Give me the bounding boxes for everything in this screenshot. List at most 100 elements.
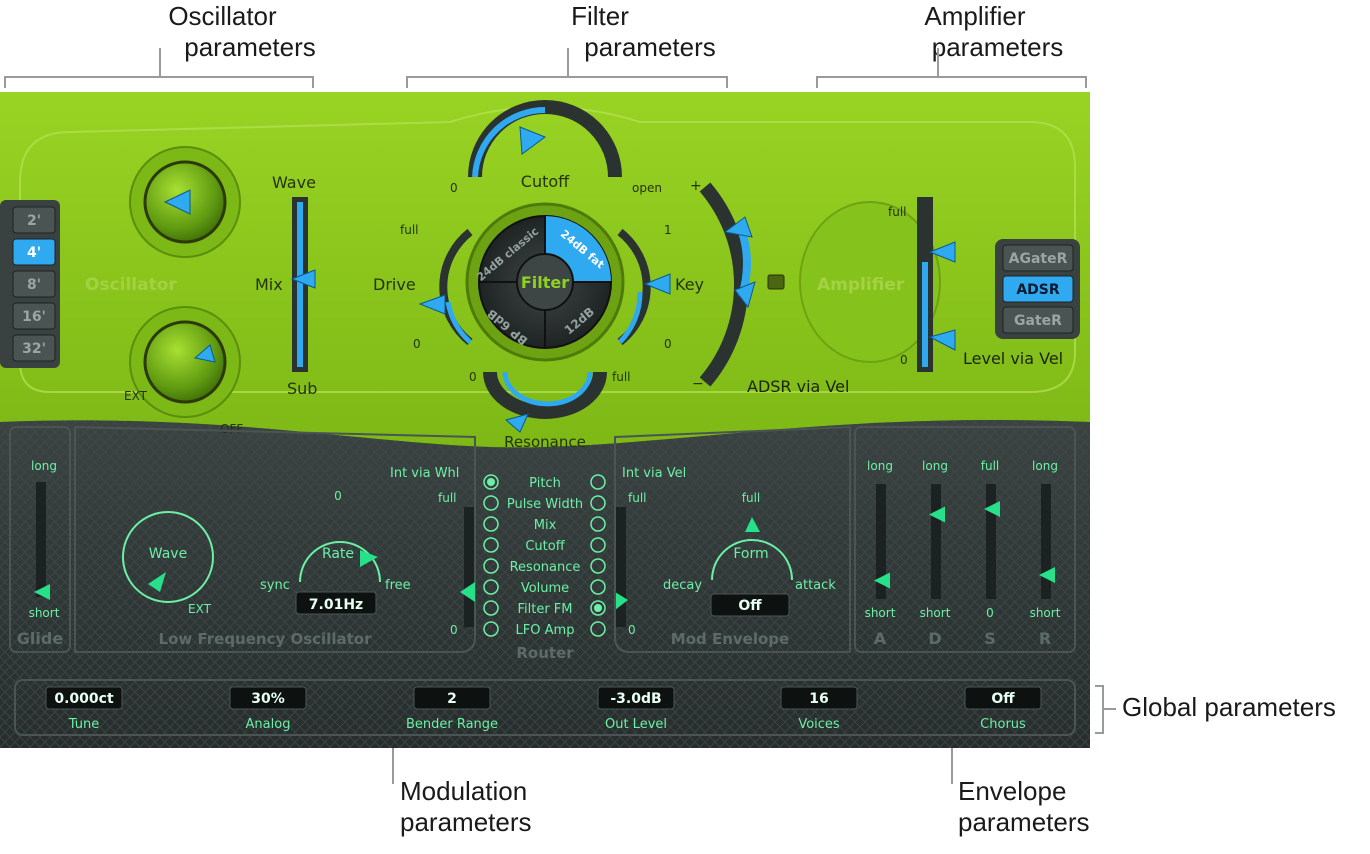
router-left-radio[interactable] <box>483 621 499 637</box>
octave-button[interactable]: 16' <box>12 302 56 330</box>
mix-label: Mix <box>255 275 283 294</box>
router-right-radio[interactable] <box>590 474 606 490</box>
router-left-radio[interactable] <box>483 537 499 553</box>
int-via-vel-slider[interactable] <box>615 507 628 627</box>
adsr-via-vel-slider[interactable] <box>699 182 785 387</box>
router-right-radio[interactable] <box>590 495 606 511</box>
router-target-label: Pulse Width <box>507 497 583 512</box>
global-field[interactable]: -3.0dB Out Level <box>597 686 675 732</box>
envelope-slider-bottom-label: short <box>920 606 951 620</box>
router-row: Pulse Width <box>483 495 606 512</box>
router-row: Mix <box>483 516 606 533</box>
octave-button[interactable]: 8' <box>12 270 56 298</box>
router-row: Resonance <box>483 558 606 575</box>
glide-slider[interactable] <box>34 482 50 600</box>
resonance-knob[interactable] <box>483 371 607 433</box>
mod-env-decay-label: decay <box>663 578 702 593</box>
router-left-radio[interactable] <box>483 495 499 511</box>
key-max: 1 <box>664 223 672 237</box>
router-row: Cutoff <box>483 537 606 554</box>
router-right-radio[interactable] <box>590 558 606 574</box>
router-left-radio[interactable] <box>483 474 499 490</box>
oscillator-sub-knob[interactable] <box>129 306 241 418</box>
router-target-label: Volume <box>521 581 569 596</box>
callout-line2: parameters <box>400 807 532 837</box>
oscillator-callout: Oscillator parameters <box>130 1 330 63</box>
octave-button[interactable]: 4' <box>12 238 56 266</box>
envelope-slider-top-label: full <box>981 459 1000 473</box>
router-left-radio[interactable] <box>483 579 499 595</box>
envelope-slider-handle[interactable] <box>874 572 890 589</box>
envelope-slider-top-label: long <box>867 459 893 473</box>
sub-label: Sub <box>287 379 317 398</box>
envelope-callout: Envelope parameters <box>958 776 1090 838</box>
mod-envelope-form-knob[interactable] <box>711 517 793 581</box>
global-field[interactable]: 30%Analog <box>229 686 307 732</box>
mix-sub-slider[interactable] <box>290 197 316 372</box>
router-target-label: Cutoff <box>525 539 565 554</box>
envelope-slider-handle[interactable] <box>1039 567 1055 583</box>
mod-env-display[interactable] <box>710 593 790 617</box>
router-right-radio[interactable] <box>590 537 606 553</box>
global-field-label: Out Level <box>605 717 667 732</box>
lfo-rate-knob[interactable] <box>299 541 381 583</box>
adsr-plus: + <box>690 178 702 194</box>
osc-ext-label: EXT <box>124 389 148 403</box>
key-knob[interactable] <box>617 228 671 346</box>
envelope-stage-letter: D <box>928 629 941 648</box>
callout-line2: parameters <box>931 32 1064 62</box>
filter-mode-selector[interactable] <box>465 202 625 362</box>
router-right-radio[interactable] <box>590 516 606 532</box>
router-right-radio[interactable] <box>590 579 606 595</box>
amp-mode-button[interactable]: GateR <box>1002 306 1074 334</box>
envelope-slider-top-label: long <box>1032 459 1058 473</box>
router-row: LFO Amp <box>483 621 606 638</box>
router-left-radio[interactable] <box>483 600 499 616</box>
lfo-rate-value: 7.01Hz <box>309 597 363 613</box>
octave-button[interactable]: 2' <box>12 206 56 234</box>
amp-mode-button[interactable]: AGateR <box>1002 244 1074 272</box>
global-field-label: Analog <box>246 717 291 732</box>
osc-wave-label: Wave <box>272 173 316 192</box>
lfo-rate-display[interactable] <box>295 591 377 615</box>
amp-mode-button[interactable]: ADSR <box>1002 275 1074 303</box>
mod-env-attack-label: attack <box>795 578 836 593</box>
octave-label: 2' <box>27 213 41 229</box>
mod-env-full-label: full <box>742 491 761 505</box>
envelope-slider-top-label: long <box>922 459 948 473</box>
router-target-label: Mix <box>534 518 557 533</box>
cutoff-knob[interactable] <box>468 100 622 178</box>
lfo-rate-zero: 0 <box>334 489 342 503</box>
oscillator-wave-knob[interactable] <box>129 146 241 258</box>
amp-level-slider[interactable] <box>917 197 956 372</box>
envelope-slider-handle[interactable] <box>984 501 1000 517</box>
octave-button[interactable]: 32' <box>12 334 56 362</box>
drive-knob[interactable] <box>418 228 473 346</box>
glide-min: short <box>29 606 60 620</box>
synth-panel: 2'4'8'16'32' Oscillator Wave Mix Sub EXT… <box>0 92 1090 748</box>
envelope-slider-handle[interactable] <box>929 506 945 523</box>
lfo-wave-knob[interactable] <box>122 511 214 603</box>
global-field-value: -3.0dB <box>610 691 661 707</box>
mod-envelope-section-label: Mod Envelope <box>671 630 789 648</box>
router-right-radio[interactable] <box>590 600 606 616</box>
global-callout: Global parameters <box>1122 692 1336 722</box>
router-vel-zero: 0 <box>628 623 636 637</box>
router-left-radio[interactable] <box>483 558 499 574</box>
int-via-whl-slider[interactable] <box>460 507 475 627</box>
router-left-radio[interactable] <box>483 516 499 532</box>
callout-line1: Oscillator <box>168 1 277 31</box>
amp-mode-label: GateR <box>1014 313 1062 329</box>
router-right-radio[interactable] <box>590 621 606 637</box>
amp-level-min: 0 <box>900 353 908 367</box>
callout-line2: parameters <box>184 32 316 62</box>
resonance-label: Resonance <box>504 433 586 451</box>
